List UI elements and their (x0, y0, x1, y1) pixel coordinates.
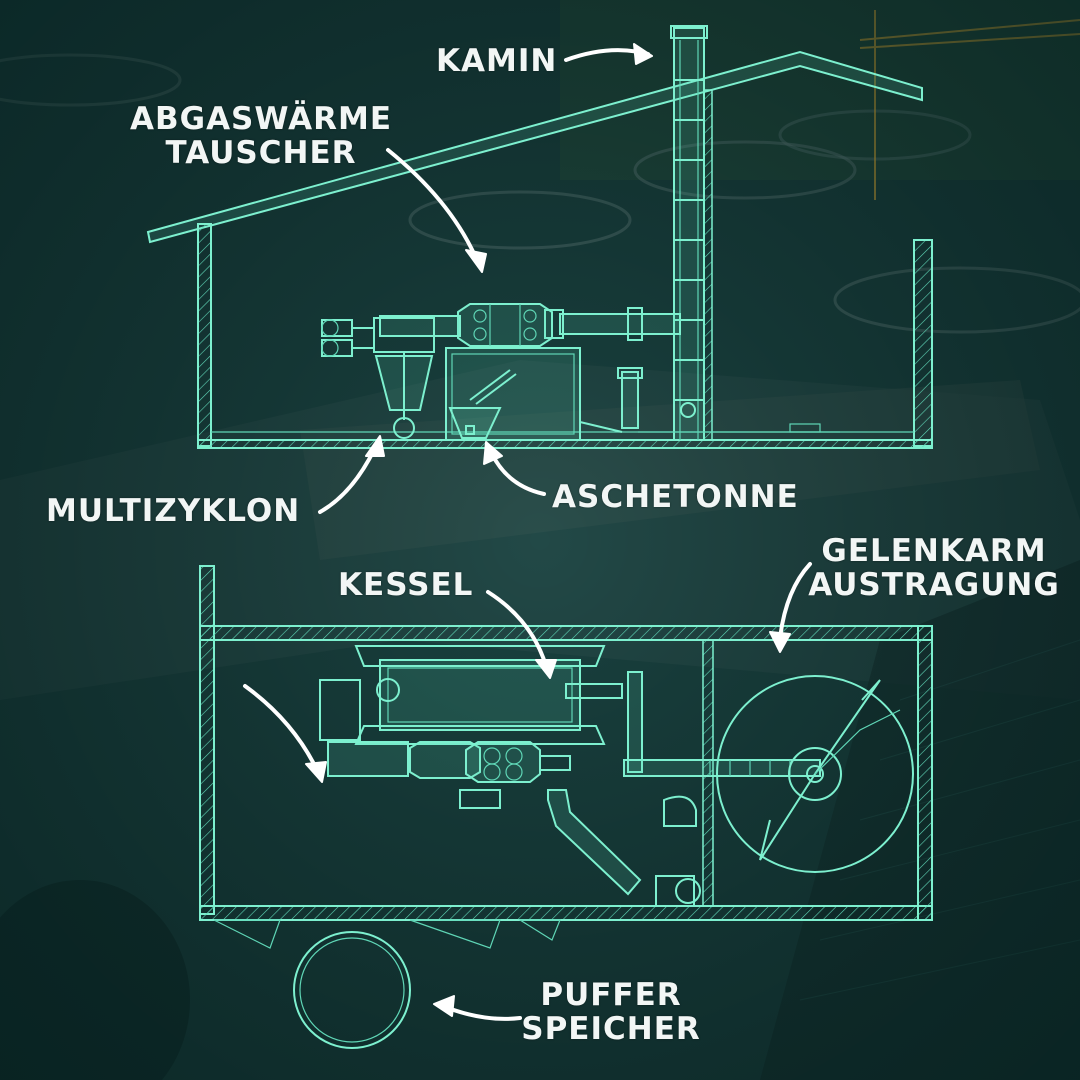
articulated-arm-discharge (716, 675, 914, 873)
label-abgaswaermetauscher-line1: ABGASWÄRME (130, 101, 393, 137)
label-gelenkarm-line2: AUSTRAGUNG (808, 567, 1060, 603)
exchanger-plan (327, 741, 571, 809)
side-elevation-view (146, 25, 933, 449)
label-gelenkarm-line1: GELENKARM (821, 533, 1047, 569)
arrow-multizyklon (318, 448, 376, 514)
label-puffer-line2: SPEICHER (521, 1011, 701, 1047)
floor-slab (197, 439, 933, 449)
multicyclone (321, 317, 435, 439)
floor-plan-view (199, 565, 933, 1049)
label-abgaswaermetauscher-line2: TAUSCHER (165, 135, 357, 171)
label-aschetonne: ASCHETONNE (552, 479, 799, 515)
chimney (670, 25, 713, 441)
exhaust-heat-exchanger (379, 303, 681, 347)
label-multizyklon: MULTIZYKLON (46, 493, 301, 529)
arrow-kessel-plan (243, 684, 318, 770)
ash-bin (448, 407, 502, 439)
label-pufferspeicher: PUFFER SPEICHER (516, 978, 706, 1046)
arrow-pufferspeicher (446, 1006, 522, 1021)
boiler-side (445, 347, 581, 441)
arrow-kessel (486, 590, 548, 668)
label-gelenkarm-austragung: GELENKARM AUSTRAGUNG (808, 534, 1060, 602)
buffer-tank (293, 931, 411, 1049)
flue-plan (547, 789, 701, 907)
roof-outline (146, 50, 923, 244)
arrow-abgaswaermetauscher (386, 148, 478, 260)
label-puffer-line1: PUFFER (540, 977, 682, 1013)
right-wall (913, 239, 933, 447)
feed-conveyor-side (579, 367, 840, 433)
label-kamin: KAMIN (436, 43, 558, 79)
label-abgaswaermetauscher: ABGASWÄRME TAUSCHER (130, 102, 392, 170)
left-wall (197, 223, 212, 447)
boiler-plan (319, 645, 643, 773)
annotation-arrows (243, 43, 812, 1021)
arrow-gelenkarm (778, 562, 812, 640)
label-kessel: KESSEL (338, 567, 474, 603)
